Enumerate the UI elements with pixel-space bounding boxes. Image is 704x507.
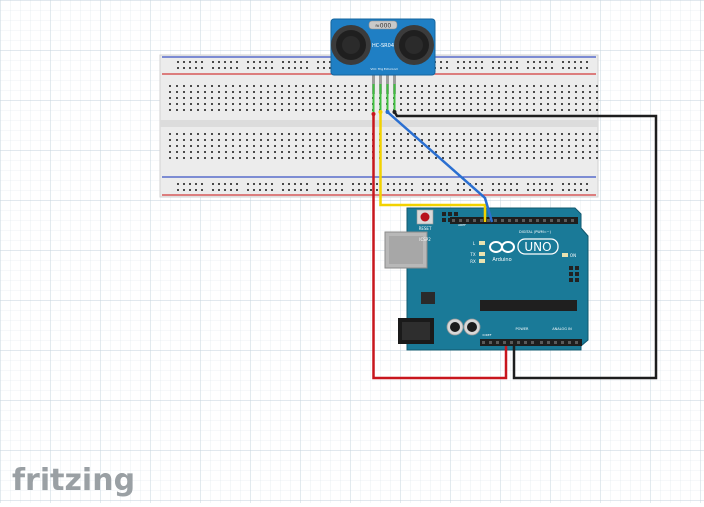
digital-header bbox=[450, 217, 578, 224]
aref-label: AREF bbox=[458, 223, 466, 227]
sensor-pin-gnd-label: Gnd bbox=[391, 67, 397, 71]
wires bbox=[371, 84, 658, 380]
wire-trig-yellow bbox=[379, 112, 487, 222]
led-on-label: ON bbox=[570, 253, 576, 258]
arduino-uno[interactable]: RESET ICSP2 L TX RX ON Arduino UNO DIGIT… bbox=[384, 207, 592, 351]
power-header bbox=[480, 339, 538, 346]
led-l bbox=[479, 241, 485, 245]
wire-echo-blue bbox=[386, 111, 494, 223]
sensor-pin-vcc-label: VCC bbox=[370, 67, 376, 71]
usb-chip bbox=[421, 292, 435, 304]
sensor-pin-trig-label: Trig bbox=[377, 67, 383, 71]
wire-gnd-black bbox=[393, 111, 658, 380]
sensor-crystal bbox=[368, 20, 398, 30]
analog-label: ANALOG IN bbox=[552, 327, 572, 331]
ioref-label: IOREF bbox=[483, 333, 492, 337]
atmega-chip bbox=[480, 300, 577, 311]
power-label: POWER bbox=[516, 327, 530, 331]
arduino-board bbox=[406, 207, 589, 351]
wire-vcc-red bbox=[372, 114, 508, 380]
sensor-pin-headers bbox=[372, 72, 396, 94]
analog-header bbox=[538, 339, 582, 346]
digital-label: DIGITAL (PWM=~) bbox=[519, 230, 552, 234]
led-tx-label: TX bbox=[469, 252, 475, 257]
icsp2-label: ICSP2 bbox=[419, 237, 431, 242]
sensor-model-label: HC-SR04 bbox=[372, 43, 394, 49]
led-on bbox=[562, 253, 568, 257]
led-tx bbox=[479, 252, 485, 256]
arduino-infinity-logo bbox=[489, 241, 515, 253]
icsp-header bbox=[569, 266, 579, 282]
reset-label: RESET bbox=[419, 226, 432, 231]
led-l-label: L bbox=[473, 241, 476, 246]
uno-badge bbox=[517, 238, 559, 255]
ultrasonic-sensor[interactable]: ≈000 HC-SR04 VCC Trig Echo Gnd bbox=[330, 18, 436, 76]
led-rx bbox=[479, 259, 485, 263]
arduino-brand: Arduino bbox=[492, 257, 511, 263]
fritzing-logo: fritzing bbox=[12, 463, 135, 498]
uno-label: UNO bbox=[524, 240, 551, 254]
sensor-crystal-label: ≈000 bbox=[375, 23, 392, 30]
icsp-label: ICSP bbox=[588, 272, 592, 280]
led-rx-label: RX bbox=[470, 259, 476, 264]
sensor-pin-echo-label: Echo bbox=[384, 67, 391, 71]
breadboard-center-channel bbox=[160, 120, 598, 127]
